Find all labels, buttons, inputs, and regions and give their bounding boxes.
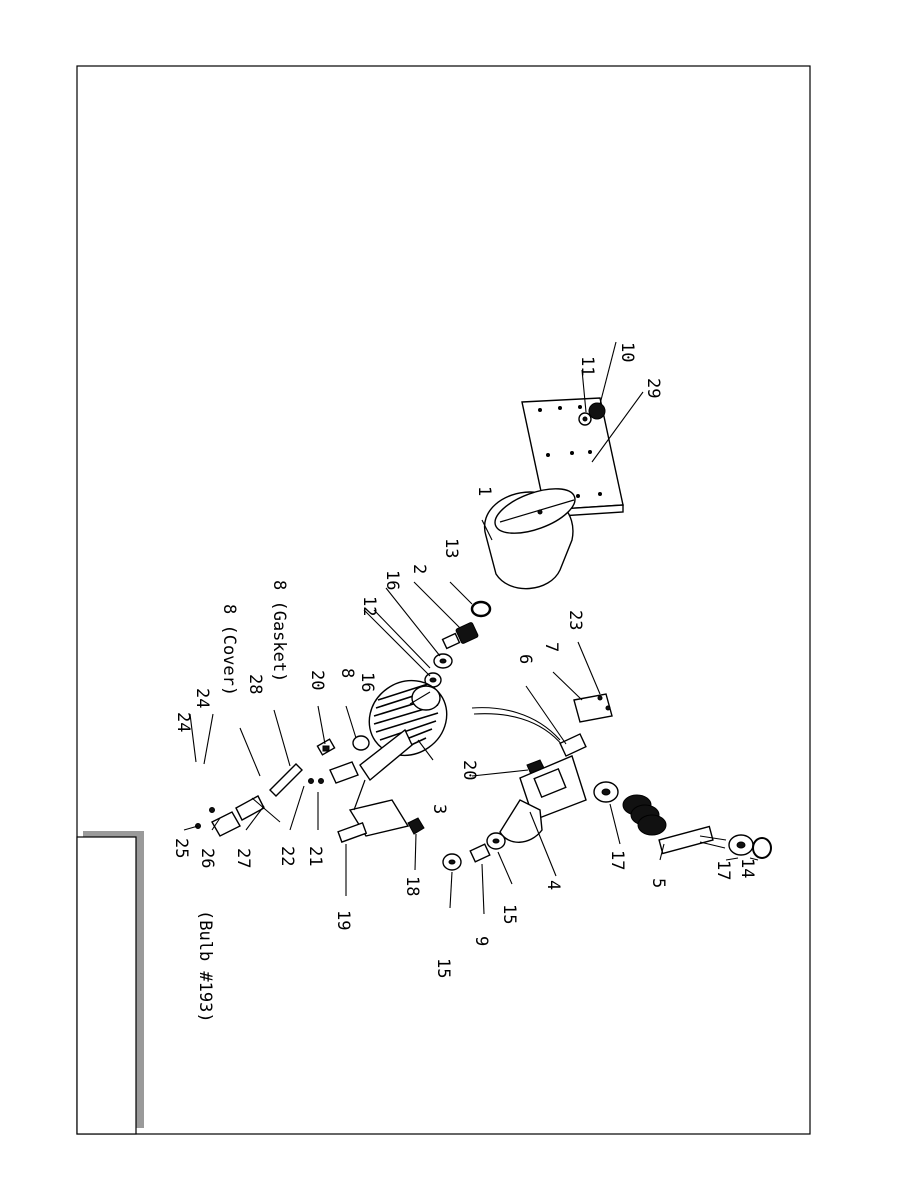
label-27: 27 bbox=[233, 848, 253, 868]
label-28: 28 bbox=[245, 674, 265, 694]
label-1: 1 bbox=[474, 486, 494, 496]
label-16-top: 16 bbox=[382, 570, 402, 590]
label-24-top: 24 bbox=[192, 688, 212, 708]
part-7-switch-plate bbox=[573, 693, 613, 723]
part-17-top-washer bbox=[593, 781, 619, 803]
part-10-11-knob bbox=[578, 402, 606, 426]
label-4: 4 bbox=[543, 880, 563, 890]
bracket-assembly bbox=[337, 728, 425, 843]
label-12: 12 bbox=[359, 596, 379, 616]
label-8-gasket: 8 (Gasket) bbox=[269, 580, 289, 682]
label-16-bottom: 16 bbox=[357, 672, 377, 692]
part-14-ring bbox=[752, 837, 772, 859]
part-5-shaft bbox=[622, 794, 727, 855]
label-10: 10 bbox=[617, 342, 637, 362]
label-21: 21 bbox=[305, 846, 325, 866]
label-3: 3 bbox=[429, 804, 449, 814]
label-20-bottom: 20 bbox=[459, 760, 479, 780]
part-17-bottom-washer bbox=[728, 834, 754, 856]
part-13-o-ring bbox=[470, 600, 492, 618]
label-15-bottom: 15 bbox=[433, 958, 453, 978]
cover-gasket-assembly bbox=[195, 763, 303, 837]
part-8-lens bbox=[352, 735, 370, 751]
label-17-bottom: 17 bbox=[713, 860, 733, 880]
part-9-spacer bbox=[469, 843, 491, 863]
label-18: 18 bbox=[402, 876, 422, 896]
label-22: 22 bbox=[277, 846, 297, 866]
part-29-mounting-plate bbox=[521, 397, 624, 518]
part-15-washers bbox=[442, 832, 506, 871]
label-11: 11 bbox=[577, 356, 597, 376]
label-20-top: 20 bbox=[307, 670, 327, 690]
label-15-top: 15 bbox=[499, 904, 519, 924]
label-7: 7 bbox=[541, 642, 561, 652]
label-2: 2 bbox=[409, 564, 429, 574]
side-tab bbox=[76, 831, 144, 1135]
label-19: 19 bbox=[333, 910, 353, 930]
part-20-fitting bbox=[316, 738, 336, 756]
label-9: 9 bbox=[471, 936, 491, 946]
label-13: 13 bbox=[441, 538, 461, 558]
label-14: 14 bbox=[737, 858, 757, 878]
label-26: 26 bbox=[197, 848, 217, 868]
part-2-nut bbox=[441, 622, 479, 650]
page-border bbox=[76, 65, 811, 1135]
label-bulb: (Bulb #193) bbox=[195, 910, 215, 1023]
label-5: 5 bbox=[648, 878, 668, 888]
part-4-housing bbox=[499, 755, 587, 843]
part-12-16-washers bbox=[424, 653, 453, 688]
part-3-finned-motor bbox=[368, 679, 448, 757]
label-29: 29 bbox=[643, 378, 663, 398]
label-24-bottom: 24 bbox=[173, 712, 193, 732]
leader-lines bbox=[183, 341, 759, 915]
part-21-22-screws bbox=[308, 761, 359, 784]
label-23: 23 bbox=[565, 610, 585, 630]
label-8-cover: 8 (Cover) bbox=[219, 604, 239, 696]
part-6-cord-plug bbox=[471, 707, 587, 757]
label-17-top: 17 bbox=[607, 850, 627, 870]
label-25: 25 bbox=[171, 838, 191, 858]
label-6: 6 bbox=[515, 654, 535, 664]
part-1-drum-housing bbox=[483, 488, 576, 590]
label-8-lens: 8 bbox=[337, 668, 357, 678]
